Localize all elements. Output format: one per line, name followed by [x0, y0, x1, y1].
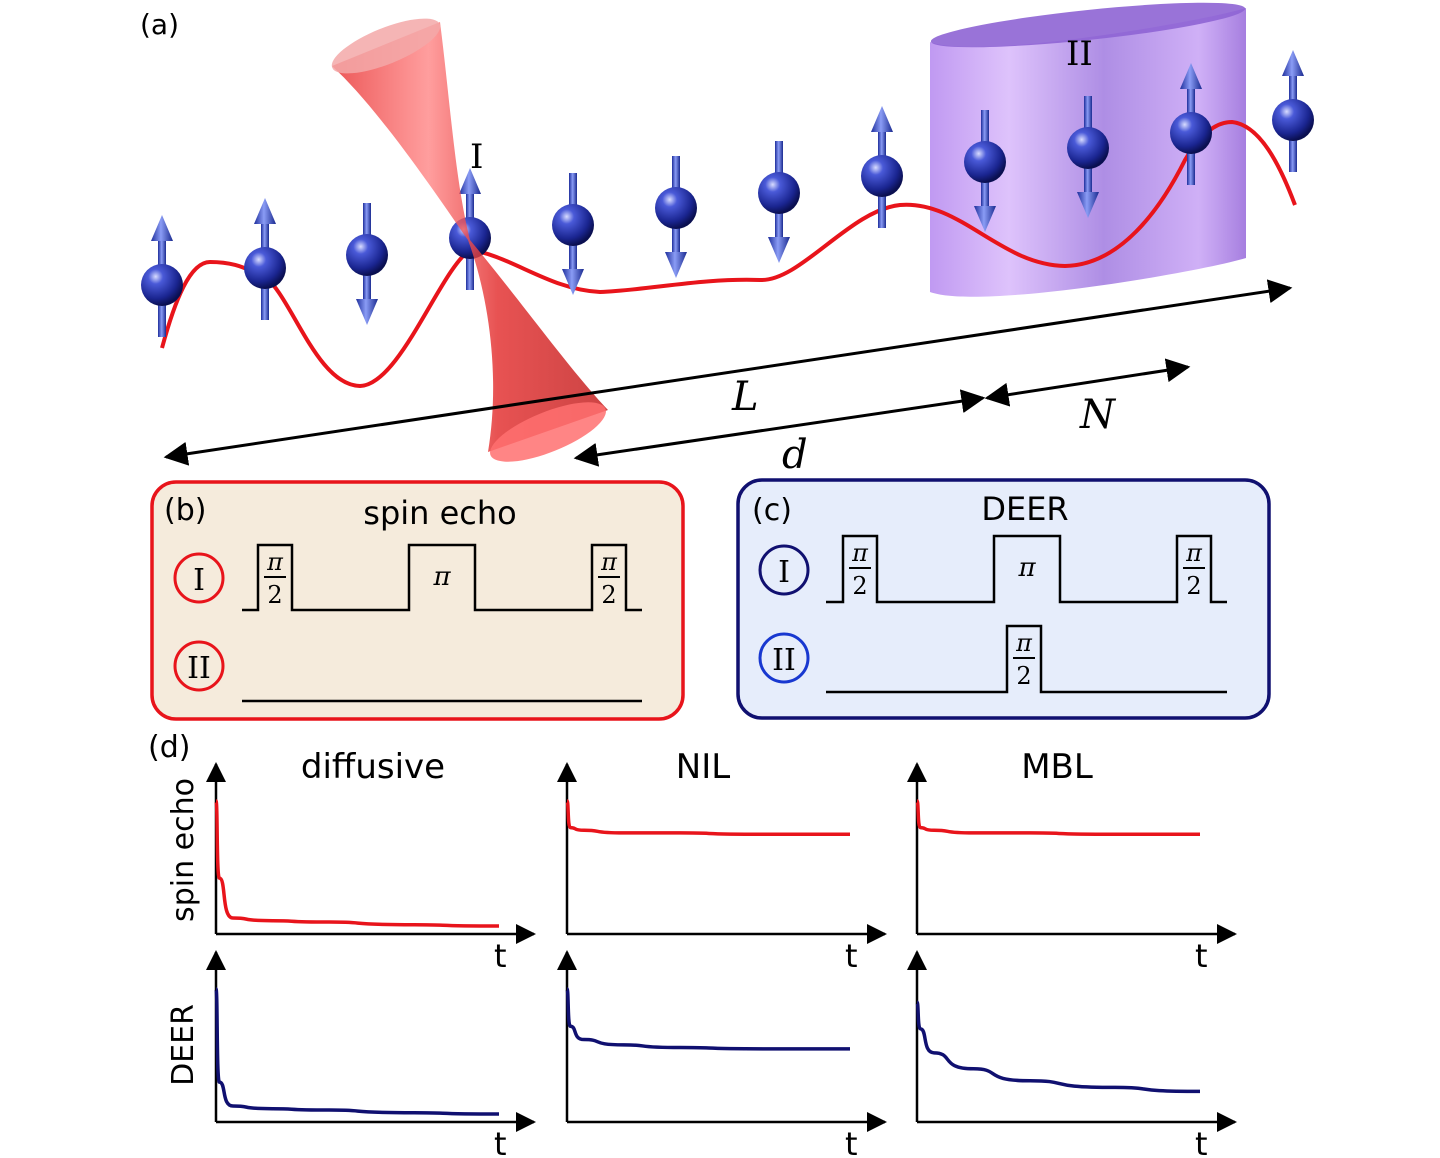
x-axis-label: t	[494, 937, 507, 975]
plot-grid: t t t t t t	[206, 762, 1237, 1158]
panel-b-box	[150, 480, 685, 721]
length-N-arrow	[984, 358, 1191, 407]
length-L-label: L	[731, 374, 759, 420]
pulse-pi-half-II: π 2	[1013, 629, 1035, 690]
col-title-mbl: MBL	[1021, 747, 1093, 787]
row-II-badge	[173, 640, 225, 692]
row-label-spin-echo: spin echo	[166, 778, 201, 922]
svg-text:2: 2	[601, 581, 616, 609]
row-II-badge	[758, 632, 810, 684]
decay-curve	[214, 799, 500, 928]
length-d-label: d	[782, 432, 808, 478]
row-II-label: II	[772, 643, 796, 678]
spin-down	[1067, 96, 1109, 218]
row-I-badge	[758, 544, 810, 596]
col-title-nil: NIL	[676, 747, 730, 787]
x-axis-label: t	[1195, 937, 1208, 975]
spin-down	[758, 141, 800, 263]
length-d-arrow	[573, 389, 986, 467]
row-II-label: II	[187, 651, 211, 686]
panel-c-deer-sequence: (c) DEER I II π 2 π π 2 π 2	[736, 478, 1271, 720]
pulse-pi: π	[1017, 553, 1036, 583]
decay-curve	[565, 987, 850, 1051]
decay-plot-deer-NIL: t	[557, 950, 887, 1158]
svg-text:π: π	[851, 539, 869, 567]
x-axis-label: t	[845, 1125, 858, 1158]
row-label-deer: DEER	[166, 1004, 201, 1086]
pulse-pi-half-1: π 2	[264, 548, 286, 609]
row-I-label: I	[778, 555, 790, 590]
spin-down	[552, 173, 594, 295]
decay-curve	[915, 799, 1200, 837]
panel-b-title: spin echo	[363, 494, 516, 532]
panel-c-box	[736, 478, 1271, 720]
panel-b-spin-echo-sequence: (b) spin echo I II π 2 π π 2	[150, 480, 685, 721]
panel-c-label: (c)	[752, 493, 792, 528]
spin-down	[655, 156, 697, 278]
decay-plot-spin-echo-MBL: t	[907, 762, 1237, 975]
panel-d-label: (d)	[148, 730, 190, 765]
decay-curve	[565, 799, 850, 837]
region-II-label: II	[1066, 34, 1093, 74]
x-axis-label: t	[1195, 1125, 1208, 1158]
pulse-pi-half-2: π 2	[1183, 539, 1205, 600]
length-L-arrow	[163, 279, 1293, 466]
svg-text:2: 2	[1186, 572, 1201, 600]
svg-text:π: π	[1015, 629, 1033, 657]
spin-up	[1272, 50, 1314, 172]
panel-c-title: DEER	[981, 490, 1068, 528]
decay-plot-deer-diffusive: t	[206, 950, 536, 1158]
decay-plot-deer-MBL: t	[907, 950, 1237, 1158]
pulse-pi-half-1: π 2	[849, 539, 871, 600]
svg-text:2: 2	[852, 572, 867, 600]
svg-text:2: 2	[1016, 662, 1031, 690]
panel-a: (a) I II L d N	[140, 2, 1314, 478]
spin-chain	[141, 50, 1314, 337]
decay-curve	[915, 1000, 1201, 1094]
svg-text:π: π	[1185, 539, 1203, 567]
spin-up	[1170, 63, 1212, 185]
pulse-train-II	[826, 624, 1227, 694]
length-N-label: N	[1079, 392, 1117, 438]
pulse-pi-half-2: π 2	[598, 548, 620, 609]
x-axis-label: t	[845, 937, 858, 975]
pulse-train-I	[826, 534, 1227, 604]
panel-b-label: (b)	[164, 493, 206, 528]
row-I-label: I	[193, 563, 205, 598]
spin-up	[861, 106, 903, 228]
decay-plot-spin-echo-NIL: t	[557, 762, 887, 975]
svg-text:π: π	[600, 548, 618, 576]
col-title-diffusive: diffusive	[301, 747, 445, 787]
svg-text:2: 2	[267, 581, 282, 609]
panel-a-label: (a)	[140, 8, 179, 41]
region-I-label: I	[470, 137, 483, 177]
pulse-train-I	[242, 543, 642, 612]
spin-up	[244, 198, 286, 320]
svg-text:π: π	[266, 548, 284, 576]
pulse-pi: π	[432, 562, 451, 592]
spin-down	[964, 110, 1006, 232]
x-axis-label: t	[494, 1125, 507, 1158]
decay-curve	[214, 987, 500, 1116]
decay-plot-spin-echo-diffusive: t	[206, 762, 536, 975]
spin-down	[346, 203, 388, 325]
spin-up	[141, 215, 183, 337]
row-I-badge	[173, 552, 225, 604]
